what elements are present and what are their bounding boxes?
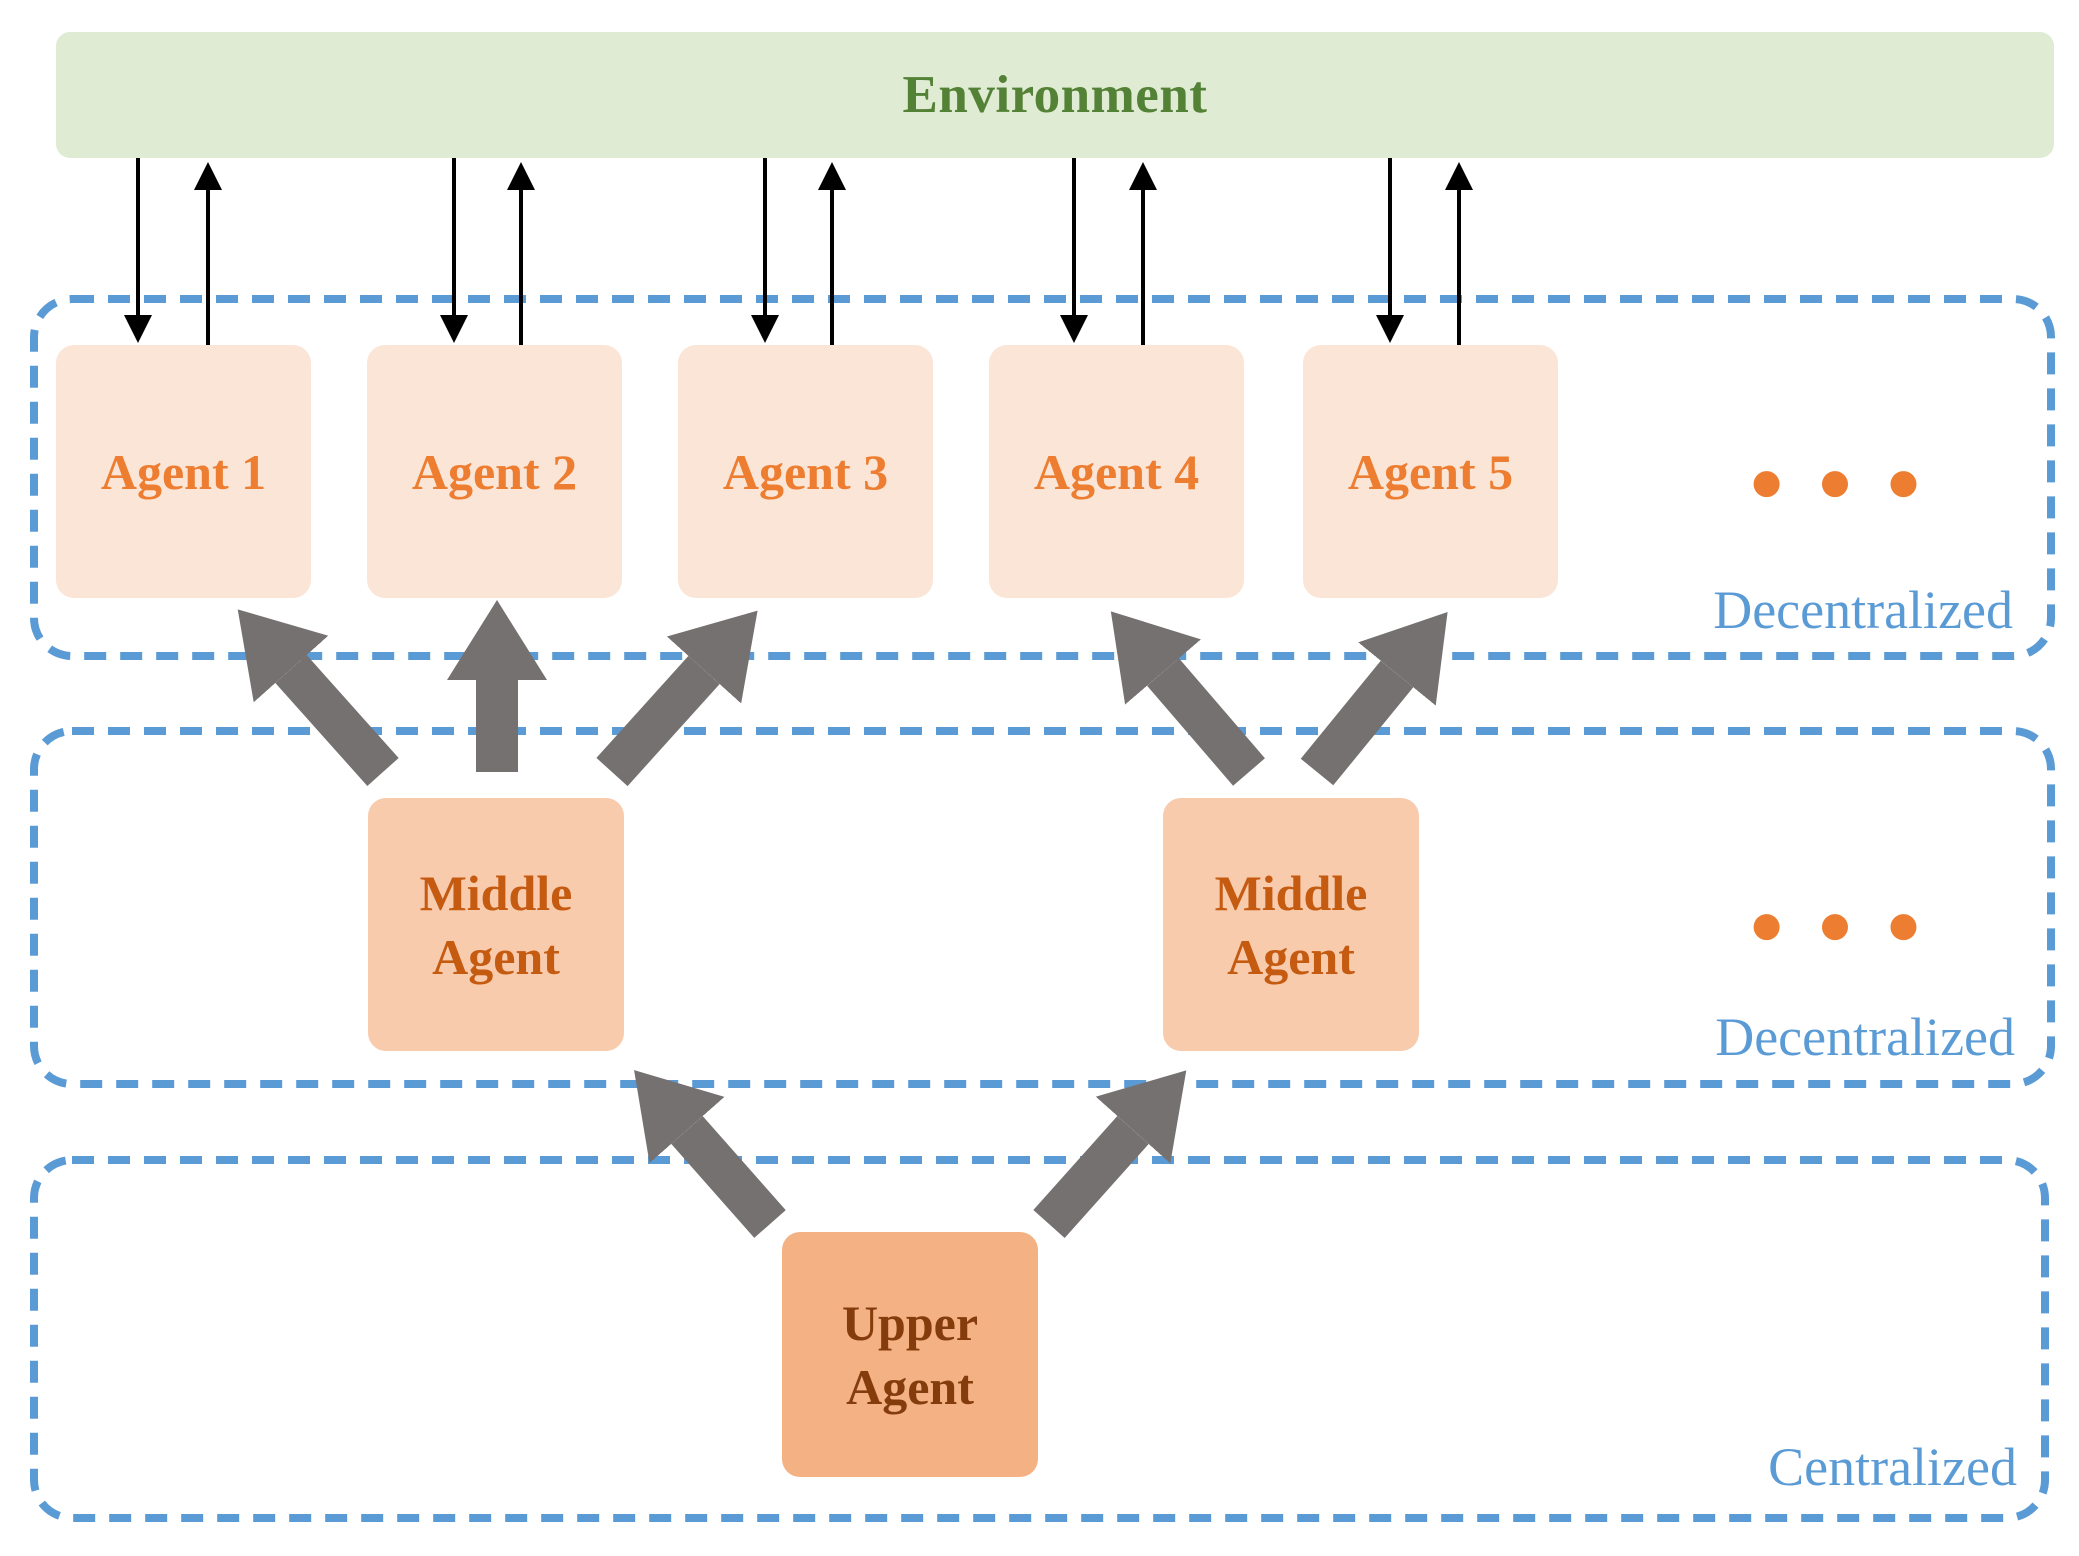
upper-agent-label: Upper Agent: [841, 1294, 979, 1415]
agent-3-label: Agent 3: [722, 443, 889, 500]
upper-to-middle1-arrow: [634, 1070, 786, 1238]
decentralized-layer-1-border: [30, 295, 2055, 660]
agent-5-box: Agent 5: [1303, 345, 1558, 598]
agent-2-box: Agent 2: [367, 345, 622, 598]
middle-agent-2-label: Middle Agent: [1214, 864, 1368, 985]
agent-5-label: Agent 5: [1347, 443, 1514, 500]
middle2-to-agent4-arrow: [1110, 611, 1265, 786]
agent-4-label: Agent 4: [1033, 443, 1200, 500]
agent-1-label: Agent 1: [100, 443, 267, 500]
decentralized-layer-2-label: Decentralized: [1715, 1007, 2015, 1067]
middle-agent-1-box: Middle Agent: [368, 798, 624, 1051]
middle2-to-agent5-arrow: [1300, 612, 1448, 786]
agents-ellipsis-dots: ● ● ●: [1751, 462, 1933, 502]
agent-2-label: Agent 2: [411, 443, 578, 500]
centralized-layer-border: [30, 1156, 2049, 1522]
middle-agents-ellipsis-dots: ● ● ●: [1751, 905, 1933, 945]
upper-agent-box: Upper Agent: [782, 1232, 1038, 1477]
middle1-to-agent1-arrow: [237, 609, 399, 786]
centralized-layer-label: Centralized: [1768, 1437, 2017, 1497]
environment-bar: Environment: [56, 32, 2054, 158]
decentralized-layer-1-label: Decentralized: [1713, 580, 2013, 640]
agent-4-box: Agent 4: [989, 345, 1244, 598]
middle-agent-2-box: Middle Agent: [1163, 798, 1419, 1051]
decentralized-layer-2-border: [30, 727, 2055, 1088]
upper-to-middle2-arrow: [1033, 1070, 1187, 1238]
middle-agent-1-label: Middle Agent: [419, 864, 573, 985]
agent-1-box: Agent 1: [56, 345, 311, 598]
agent-3-box: Agent 3: [678, 345, 933, 598]
environment-label: Environment: [902, 66, 1208, 124]
middle1-to-agent3-arrow: [596, 610, 758, 787]
